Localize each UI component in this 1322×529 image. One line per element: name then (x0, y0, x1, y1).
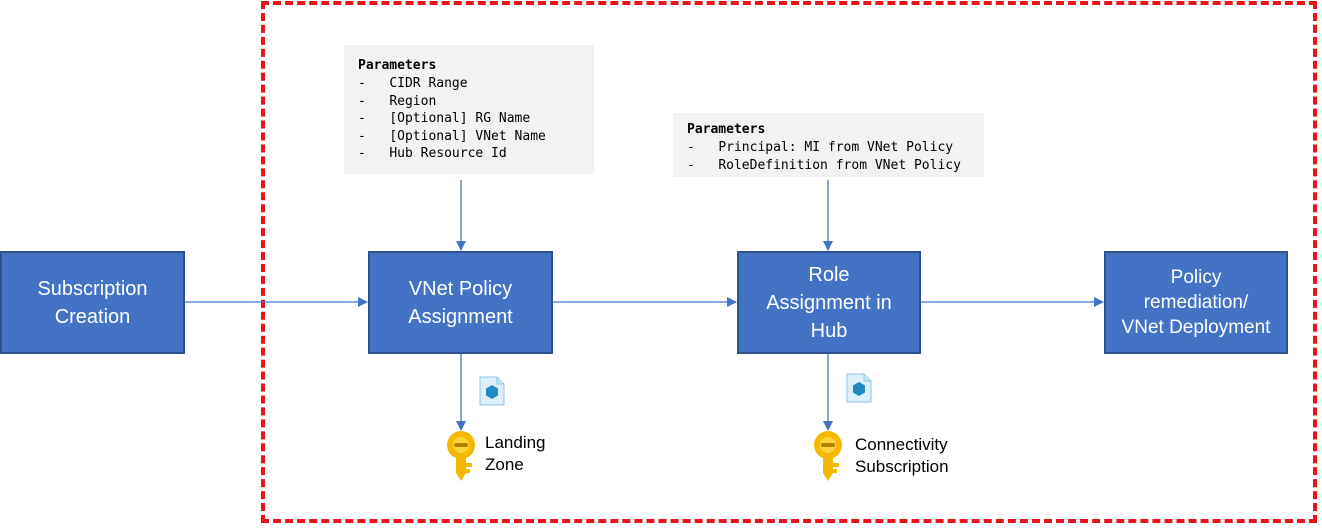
policy-document-cube-icon (479, 376, 505, 406)
box-text: Creation (54, 305, 131, 328)
parameters-list: CIDR Range Region [Optional] RG Name [Op… (358, 75, 580, 163)
box-text: Role (808, 263, 850, 286)
landing-zone-caption: Landing Zone (485, 432, 546, 476)
box-text: Policy (1170, 267, 1222, 288)
parameter-item: Region (358, 93, 580, 111)
scope-boundary (261, 1, 1317, 523)
parameters-title: Parameters (358, 58, 437, 73)
box-text: Hub (810, 319, 848, 342)
connectivity-subscription-caption: Connectivity Subscription (855, 434, 949, 478)
caption-text: Zone (485, 455, 524, 474)
subscription-creation-box: Subscription Creation (0, 251, 185, 354)
policy-remediation-box: Policy remediation/ VNet Deployment (1104, 251, 1288, 354)
parameter-item: [Optional] RG Name (358, 110, 580, 128)
box-text: remediation/ (1143, 292, 1249, 313)
parameters-title: Parameters (687, 122, 766, 137)
role-parameters-box: Parameters Principal: MI from VNet Polic… (673, 113, 984, 177)
box-text: VNet Deployment (1121, 317, 1271, 338)
parameter-item: Principal: MI from VNet Policy (687, 139, 970, 157)
parameter-item: Hub Resource Id (358, 145, 580, 163)
parameter-item: [Optional] VNet Name (358, 128, 580, 146)
key-icon (814, 431, 842, 481)
caption-text: Landing (485, 433, 546, 452)
caption-text: Connectivity (855, 435, 948, 454)
box-text: Assignment (408, 305, 513, 328)
vnet-policy-assignment-box: VNet Policy Assignment (368, 251, 553, 354)
role-assignment-box: Role Assignment in Hub (737, 251, 921, 354)
policy-document-cube-icon (846, 373, 872, 403)
box-text: Assignment in (766, 291, 892, 314)
key-icon (447, 431, 475, 481)
caption-text: Subscription (855, 457, 949, 476)
parameter-item: RoleDefinition from VNet Policy (687, 157, 970, 175)
box-text: VNet Policy (408, 277, 513, 300)
vnet-parameters-box: Parameters CIDR Range Region [Optional] … (344, 45, 594, 174)
parameters-list: Principal: MI from VNet Policy RoleDefin… (687, 139, 970, 174)
parameter-item: CIDR Range (358, 75, 580, 93)
box-text: Subscription (37, 277, 148, 300)
